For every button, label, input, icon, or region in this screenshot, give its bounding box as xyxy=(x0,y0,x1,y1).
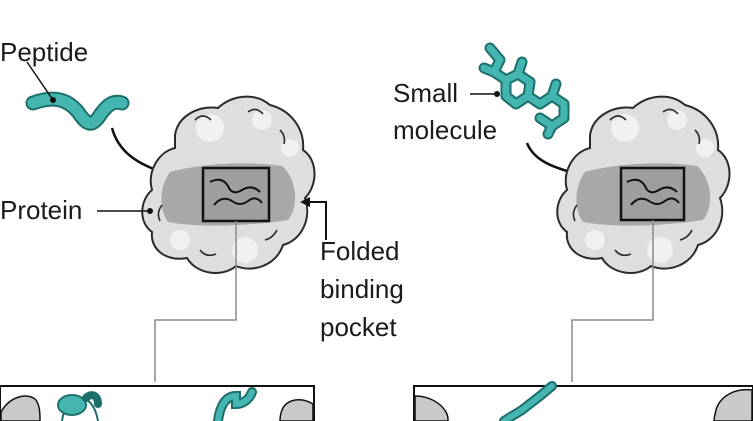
zoom-connector-right xyxy=(571,220,654,382)
protein-label: Protein xyxy=(0,195,83,225)
pocket-contour-left xyxy=(209,178,263,206)
folded-binding-pocket-label-line2: binding xyxy=(320,274,404,304)
small-molecule-leader-line xyxy=(470,91,500,97)
binding-pocket-box-left xyxy=(201,166,271,223)
small-molecule xyxy=(478,42,570,140)
peptide-chain xyxy=(25,91,130,131)
folded-binding-pocket-label-line1: Folded xyxy=(320,236,400,266)
zoom-connector-left xyxy=(154,221,237,382)
zoom-panel-right xyxy=(413,381,753,421)
pocket-contour-right xyxy=(626,178,680,206)
peptide-leader-line xyxy=(26,61,56,103)
small-molecule-label-line1: Small xyxy=(393,78,459,108)
folded-binding-pocket-label-line3: pocket xyxy=(320,312,397,342)
binding-pocket-box-right xyxy=(619,166,686,222)
pocket-arrow xyxy=(300,197,327,240)
zoom-panel-left xyxy=(0,385,315,421)
small-molecule-label-line2: molecule xyxy=(393,115,498,145)
peptide-label: Peptide xyxy=(0,37,89,67)
